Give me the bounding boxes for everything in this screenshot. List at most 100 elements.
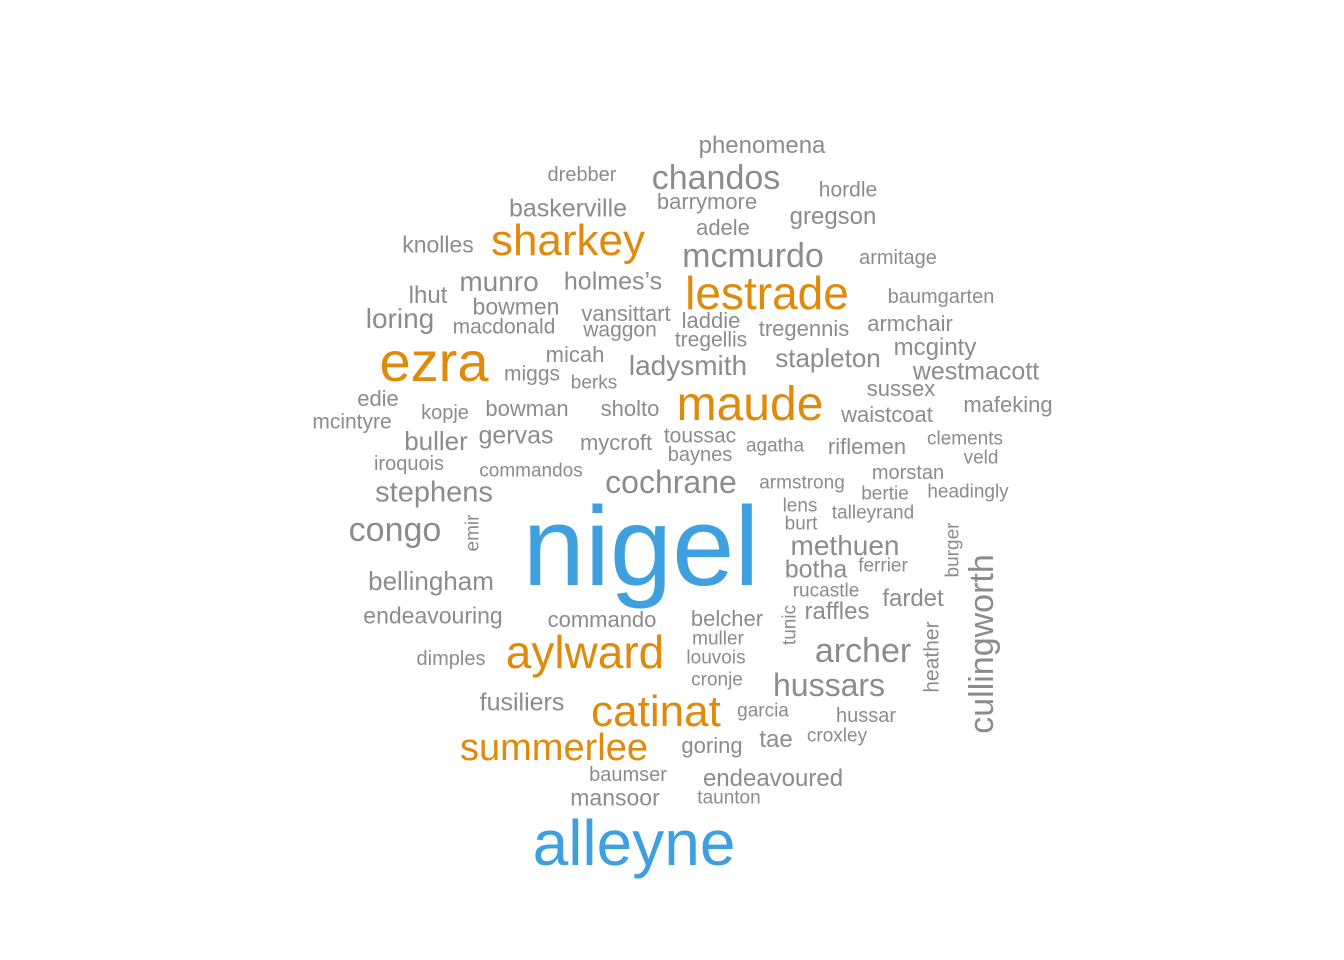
word-fardet: fardet [882,585,944,612]
word-maude: maude [676,378,824,431]
word-endeavoured: endeavoured [702,765,844,792]
word-baynes: baynes [667,444,733,466]
word-laddie: laddie [681,308,741,333]
word-baumser: baumser [589,764,667,786]
word-methuen: methuen [790,530,900,561]
word-baskerville: baskerville [508,194,628,223]
word-hussars: hussars [772,667,886,703]
word-fusiliers: fusiliers [479,688,565,717]
word-waggon: waggon [583,318,657,342]
word-buller: buller [404,426,468,456]
word-knolles: knolles [402,231,474,258]
word-garcia: garcia [737,700,789,722]
word-armitage: armitage [859,247,937,269]
word-macdonald: macdonald [452,315,556,339]
word-sholto: sholto [600,396,660,421]
word-mcginty: mcginty [893,334,977,361]
word-gervas: gervas [478,421,554,450]
word-loring: loring [365,303,435,334]
word-mycroft: mycroft [579,430,653,455]
word-goring: goring [681,733,743,758]
word-stephens: stephens [375,476,493,509]
word-congo: congo [348,511,442,549]
word-adele: adele [696,215,750,240]
word-botha: botha [784,555,848,584]
word-tregellis: tregellis [674,328,748,352]
word-catinat: catinat [591,687,721,736]
word-clements: clements [926,428,1004,450]
word-berks: berks [570,372,618,394]
word-heather: heather [920,621,944,693]
word-cochrane: cochrane [605,464,737,500]
word-endeavouring: endeavouring [363,602,503,629]
word-iroquois: iroquois [373,453,445,475]
word-kopje: kopje [421,402,469,424]
word-mafeking: mafeking [963,392,1053,417]
word-cronje: cronje [691,669,743,691]
word-veld: veld [963,447,999,469]
word-lestrade: lestrade [685,267,849,319]
word-lhut: lhut [408,282,448,309]
word-aylward: aylward [505,626,665,678]
word-riflemen: riflemen [827,434,907,459]
word-muller: muller [692,628,744,650]
word-bellingham: bellingham [368,566,494,596]
word-talleyrand: talleyrand [831,502,915,524]
word-vansittart: vansittart [581,301,671,326]
word-hussar: hussar [835,705,897,727]
word-tunic: tunic [779,604,801,646]
word-dimples: dimples [416,648,486,670]
word-ferrier: ferrier [858,555,908,577]
word-chandos: chandos [651,159,781,197]
word-sharkey: sharkey [490,216,646,265]
word-headingly: headingly [927,481,1009,503]
word-armchair: armchair [867,311,953,336]
word-hordle: hordle [818,178,878,202]
word-mansoor: mansoor [570,784,660,811]
word-mcintyre: mcintyre [312,410,392,434]
word-holmes-s: holmes’s [563,267,663,296]
word-baumgarten: baumgarten [887,286,995,308]
word-louvois: louvois [686,647,746,669]
word-lens: lens [782,495,818,517]
word-tregennis: tregennis [758,316,850,341]
word-stapleton: stapleton [775,343,881,373]
word-mcmurdo: mcmurdo [682,237,824,275]
word-belcher: belcher [690,606,764,631]
word-westmacott: westmacott [912,357,1040,386]
word-taunton: taunton [697,787,761,809]
word-bowman: bowman [485,396,569,421]
word-armstrong: armstrong [759,472,845,494]
word-bowmen: bowmen [472,293,560,320]
word-alleyne: alleyne [532,807,736,879]
word-micah: micah [545,342,605,367]
word-raffles: raffles [804,598,870,625]
word-commando: commando [547,607,657,632]
word-sussex: sussex [866,376,936,401]
word-croxley: croxley [806,725,868,747]
word-agatha: agatha [745,435,805,457]
word-burt: burt [784,513,818,535]
word-archer: archer [814,632,912,670]
word-gregson: gregson [789,203,877,230]
word-rucastle: rucastle [792,580,860,602]
word-munro: munro [459,266,539,297]
word-waistcoat: waistcoat [841,402,933,427]
word-drebber: drebber [547,164,617,186]
word-emir: emir [462,514,484,552]
word-burger: burger [942,522,964,578]
word-commandos: commandos [479,460,583,482]
word-ezra: ezra [379,330,489,393]
word-edie: edie [357,386,399,411]
word-morstan: morstan [871,462,945,484]
word-ladysmith: ladysmith [628,350,748,381]
word-nigel: nigel [522,484,760,609]
word-summerlee: summerlee [460,727,648,769]
word-miggs: miggs [503,362,561,386]
word-cullingworth: cullingworth [963,554,1001,734]
word-bertie: bertie [861,483,909,505]
word-barrymore: barrymore [656,189,758,214]
word-toussac: toussac [663,424,737,448]
word-tae: tae [759,726,793,753]
